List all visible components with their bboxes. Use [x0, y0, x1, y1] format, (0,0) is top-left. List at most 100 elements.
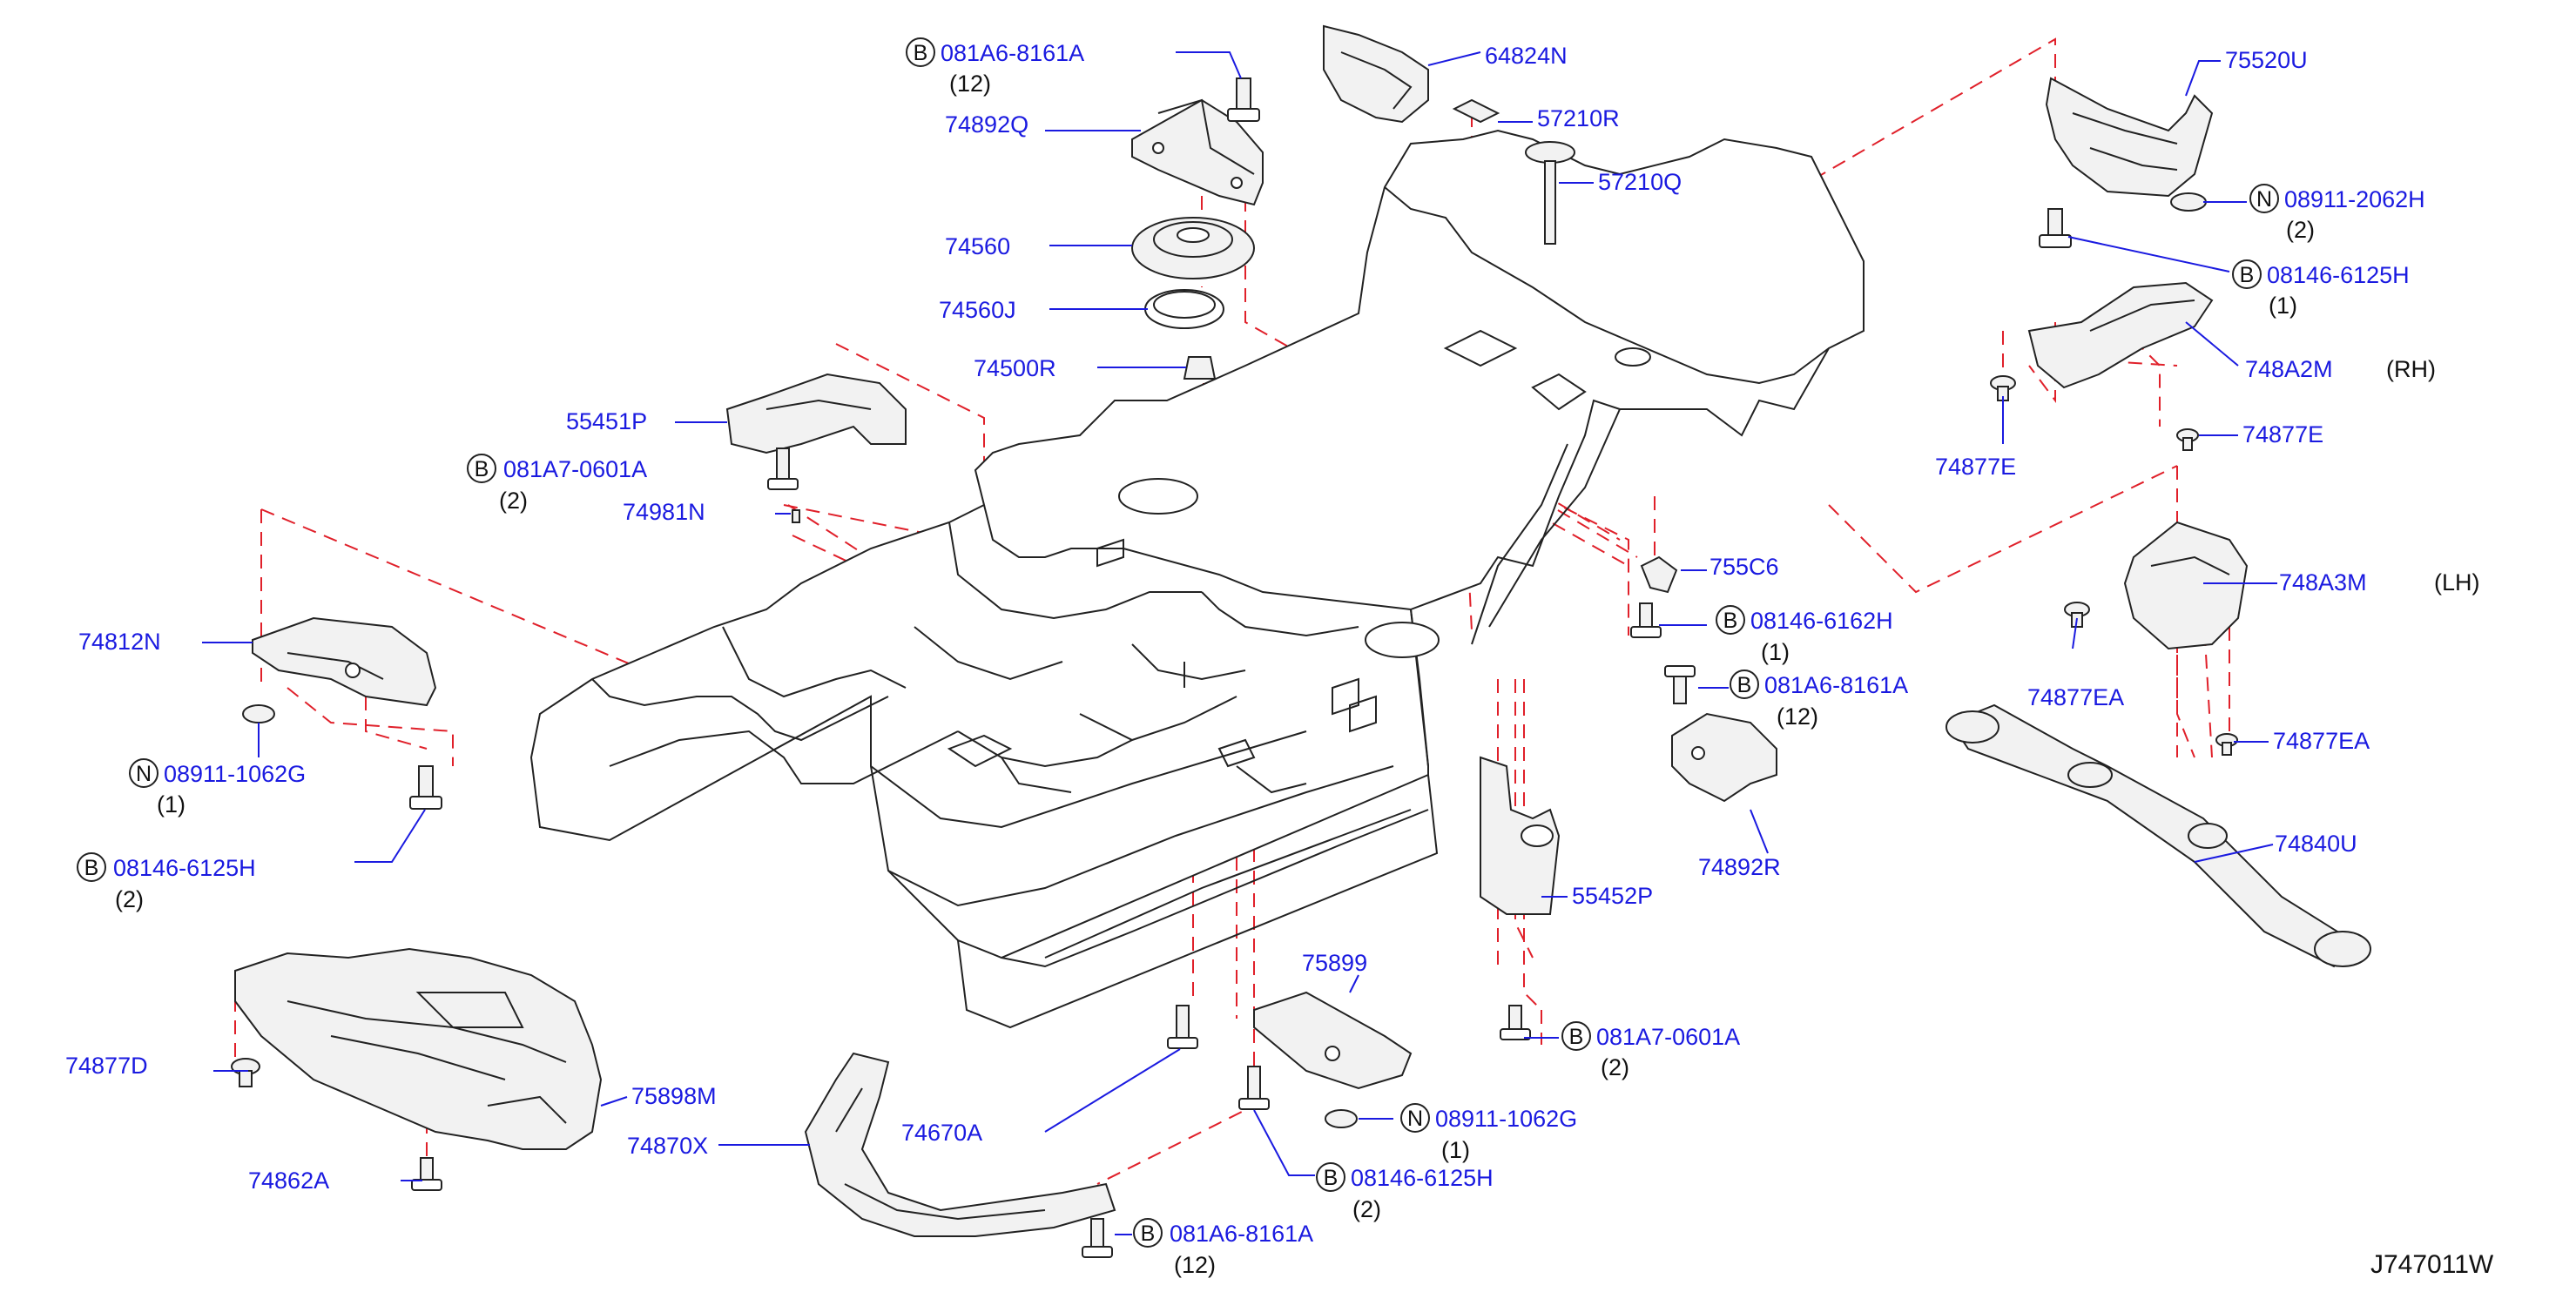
label-755C6: 755C6	[1709, 554, 1779, 580]
nut-icon	[242, 704, 275, 723]
label-74877EA: 74877EA	[2273, 728, 2370, 754]
cover-74812N	[252, 616, 437, 707]
svg-text:(12): (12)	[949, 71, 991, 97]
cover-75520U	[2045, 77, 2214, 198]
grommet-57210R	[1452, 98, 1500, 124]
bolt-icon	[411, 1157, 442, 1191]
bolt-icon	[2039, 208, 2072, 248]
clip-74877D	[231, 1058, 260, 1087]
svg-text:(1): (1)	[1441, 1137, 1470, 1163]
callout-081A6-8161A-mid: B 081A6-8161A (12)	[1730, 670, 1908, 730]
bolt-icon	[1167, 1005, 1198, 1049]
callout-08146-6125H-left: B 08146-6125H (2)	[77, 852, 256, 912]
label-74560: 74560	[945, 233, 1010, 259]
callout-081A7-0601A-left: B 081A7-0601A (2)	[467, 454, 647, 514]
svg-text:B: B	[84, 856, 99, 880]
callout-08146-6162H: B 08146-6162H (1)	[1716, 605, 1893, 665]
svg-text:08911-1062G: 08911-1062G	[164, 761, 306, 787]
svg-text:(12): (12)	[1777, 703, 1818, 730]
svg-text:081A7-0601A: 081A7-0601A	[503, 456, 647, 482]
svg-text:081A6-8161A: 081A6-8161A	[941, 40, 1084, 66]
floor-panel-assembly	[529, 129, 1865, 1029]
pin-74981N	[792, 509, 800, 523]
side-rh-label: (RH)	[2386, 356, 2436, 382]
stay-74840U	[1945, 703, 2371, 968]
clip-74877EA	[2064, 602, 2090, 628]
svg-text:(2): (2)	[115, 886, 144, 912]
clip-74500R	[1183, 356, 1217, 380]
bolt-icon	[1664, 665, 1696, 704]
bolt-icon	[1238, 1066, 1270, 1110]
svg-text:08911-1062G: 08911-1062G	[1435, 1106, 1577, 1132]
mount-74560	[1131, 217, 1255, 279]
label-748A3M: 748A3M	[2279, 569, 2367, 596]
label-74870X: 74870X	[627, 1133, 708, 1159]
bracket-74892R	[1671, 712, 1777, 803]
svg-text:B: B	[1723, 609, 1738, 633]
callout-081A6-8161A-top: B 081A6-8161A (12)	[906, 37, 1084, 97]
label-55452P: 55452P	[1572, 883, 1653, 909]
svg-text:N: N	[1407, 1107, 1423, 1131]
bolt-icon	[1500, 1005, 1531, 1040]
svg-text:B: B	[914, 41, 928, 65]
cover-748A3M	[2123, 521, 2249, 650]
svg-text:B: B	[2240, 263, 2255, 287]
svg-text:B: B	[475, 457, 489, 481]
nut-icon	[1325, 1109, 1358, 1128]
svg-text:08146-6125H: 08146-6125H	[113, 855, 256, 881]
stud-57210Q	[1525, 141, 1575, 245]
label-57210Q: 57210Q	[1598, 169, 1682, 195]
label-75899: 75899	[1302, 950, 1367, 976]
bracket-55452P	[1480, 756, 1561, 915]
ring-74560J	[1144, 289, 1224, 329]
callout-08146-6125H-bot: B 08146-6125H (2)	[1316, 1162, 1494, 1222]
label-74877E: 74877E	[2242, 421, 2323, 447]
svg-text:B: B	[1141, 1221, 1156, 1246]
svg-text:B: B	[1737, 673, 1752, 697]
svg-text:08146-6162H: 08146-6162H	[1750, 608, 1893, 634]
leader-lines	[202, 51, 2277, 1235]
clip-755C6	[1640, 555, 1678, 594]
clip-74877E	[2176, 428, 2199, 451]
callout-08911-1062G-left: N 08911-1062G (1)	[129, 758, 306, 818]
svg-text:(1): (1)	[157, 791, 185, 818]
svg-text:B: B	[1569, 1025, 1584, 1049]
svg-text:B: B	[1324, 1166, 1339, 1190]
label-74812N: 74812N	[78, 629, 161, 655]
diagram-code: J747011W	[2370, 1250, 2494, 1279]
callout-08911-2062H: N 08911-2062H (2)	[2249, 184, 2425, 243]
label-748A2M: 748A2M	[2245, 356, 2333, 382]
label-74892R: 74892R	[1698, 854, 1781, 880]
bracket-64824N	[1323, 24, 1429, 124]
callout-081A7-0601A-bot: B 081A7-0601A (2)	[1561, 1021, 1740, 1080]
label-74670A: 74670A	[901, 1120, 982, 1146]
svg-text:(1): (1)	[1761, 639, 1790, 665]
clip-74877EA	[2215, 733, 2238, 756]
svg-text:081A7-0601A: 081A7-0601A	[1596, 1024, 1740, 1050]
svg-text:(2): (2)	[1352, 1196, 1381, 1222]
label-75898M: 75898M	[631, 1083, 717, 1109]
label-74500R: 74500R	[974, 355, 1056, 381]
label-74892Q: 74892Q	[945, 111, 1028, 138]
label-75520U: 75520U	[2225, 47, 2308, 73]
bracket-55451P	[725, 373, 907, 454]
svg-text:(1): (1)	[2269, 293, 2297, 319]
label-74877E: 74877E	[1935, 454, 2016, 480]
label-74560J: 74560J	[939, 297, 1016, 323]
bolt-icon	[1082, 1218, 1113, 1258]
bracket-75899	[1253, 991, 1413, 1090]
label-64824N: 64824N	[1485, 43, 1568, 69]
svg-text:08911-2062H: 08911-2062H	[2284, 186, 2425, 212]
svg-text:(2): (2)	[1601, 1054, 1629, 1080]
svg-text:(2): (2)	[499, 488, 528, 514]
label-57210R: 57210R	[1537, 105, 1620, 131]
callout-08911-1062G-bot: N 08911-1062G (1)	[1400, 1103, 1577, 1163]
svg-text:08146-6125H: 08146-6125H	[2267, 262, 2410, 288]
svg-text:N: N	[136, 762, 152, 786]
label-74877D: 74877D	[65, 1053, 148, 1079]
bolt-icon	[1630, 602, 1662, 638]
callout-08146-6125H-rh: B 08146-6125H (1)	[2232, 259, 2410, 319]
bolt-icon	[767, 447, 799, 490]
label-74840U: 74840U	[2275, 831, 2357, 857]
